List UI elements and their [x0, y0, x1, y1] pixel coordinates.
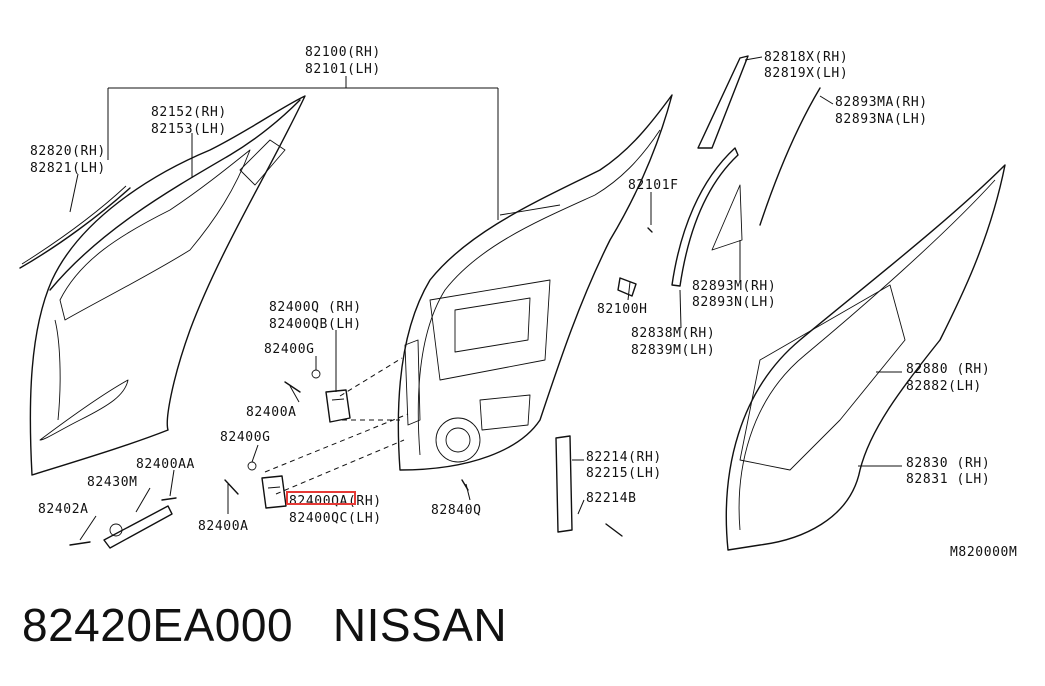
label-bracket-lh: 82215(LH): [586, 466, 662, 481]
fasteners: [69, 227, 653, 546]
label-hinge-upper-lh: 82400QB(LH): [269, 317, 362, 332]
bracket: [555, 435, 573, 533]
leader-lines: [69, 56, 902, 541]
sash-cover: [671, 147, 739, 287]
label-sash-seal-rh: 82818X(RH): [764, 50, 848, 65]
label-clip-f: 82101F: [628, 178, 679, 193]
label-diagram-code: M820000M: [950, 545, 1017, 560]
part-number: 82420EA000: [22, 599, 294, 651]
label-weatherstrip-lh: 82882(LH): [906, 379, 982, 394]
outer-door-skin: [29, 95, 306, 476]
label-body-seal-rh: 82830 (RH): [906, 456, 990, 471]
label-clip-h: 82100H: [597, 302, 648, 317]
label-sash-cover-lh: 82839M(LH): [631, 343, 715, 358]
label-check-link: 82430M: [87, 475, 138, 490]
label-weatherstrip-rh: 82880 (RH): [906, 362, 990, 377]
label-outer-seal-lh: 82153(LH): [151, 122, 227, 137]
moulding-strip: [19, 185, 131, 269]
label-outer-seal-rh: 82152(RH): [151, 105, 227, 120]
label-plug: 82840Q: [431, 503, 482, 518]
label-corner-seal-lh: 82893N(LH): [692, 295, 776, 310]
weatherstrip: [725, 164, 1006, 551]
label-bolt-left: 82402A: [38, 502, 89, 517]
label-glass-run-rh: 82893MA(RH): [835, 95, 928, 110]
label-body-seal-lh: 82831 (LH): [906, 472, 990, 487]
label-bolt-upper: 82400A: [246, 405, 297, 420]
label-moulding-lh: 82821(LH): [30, 161, 106, 176]
label-bracket-rh: 82214(RH): [586, 450, 662, 465]
part-caption: 82420EA000 NISSAN: [22, 598, 507, 652]
label-nut-lower: 82400G: [220, 430, 271, 445]
label-bolt-small: 82400AA: [136, 457, 195, 472]
door-inner-frame: [397, 94, 673, 471]
label-glass-run-lh: 82893NA(LH): [835, 112, 928, 127]
label-corner-seal-rh: 82893M(RH): [692, 279, 776, 294]
label-moulding-rh: 82820(RH): [30, 144, 106, 159]
label-nut-upper: 82400G: [264, 342, 315, 357]
hinge-lower: [261, 475, 287, 509]
label-hinge-lower-lh: 82400QC(LH): [289, 511, 382, 526]
label-door-panel-lh: 82101(LH): [305, 62, 381, 77]
sash-seal: [697, 55, 749, 149]
glass-run: [759, 87, 821, 226]
hinge-upper: [325, 389, 351, 423]
label-bracket-bolt: 82214B: [586, 491, 637, 506]
label-hinge-lower-rh: 82400QA(RH): [289, 494, 382, 509]
check-link: [103, 505, 173, 549]
interior-seal: [739, 284, 906, 471]
labels: 82100(RH) 82101(LH) 82152(RH) 82153(LH) …: [30, 45, 1017, 560]
corner-seal: [711, 184, 743, 251]
outer-seal: [49, 99, 301, 291]
label-hinge-upper-rh: 82400Q (RH): [269, 300, 362, 315]
label-sash-seal-lh: 82819X(LH): [764, 66, 848, 81]
brand-name: NISSAN: [332, 599, 508, 651]
label-sash-cover-rh: 82838M(RH): [631, 326, 715, 341]
label-door-panel-rh: 82100(RH): [305, 45, 381, 60]
highlight-box: [286, 491, 356, 505]
label-bolt-lower: 82400A: [198, 519, 249, 534]
